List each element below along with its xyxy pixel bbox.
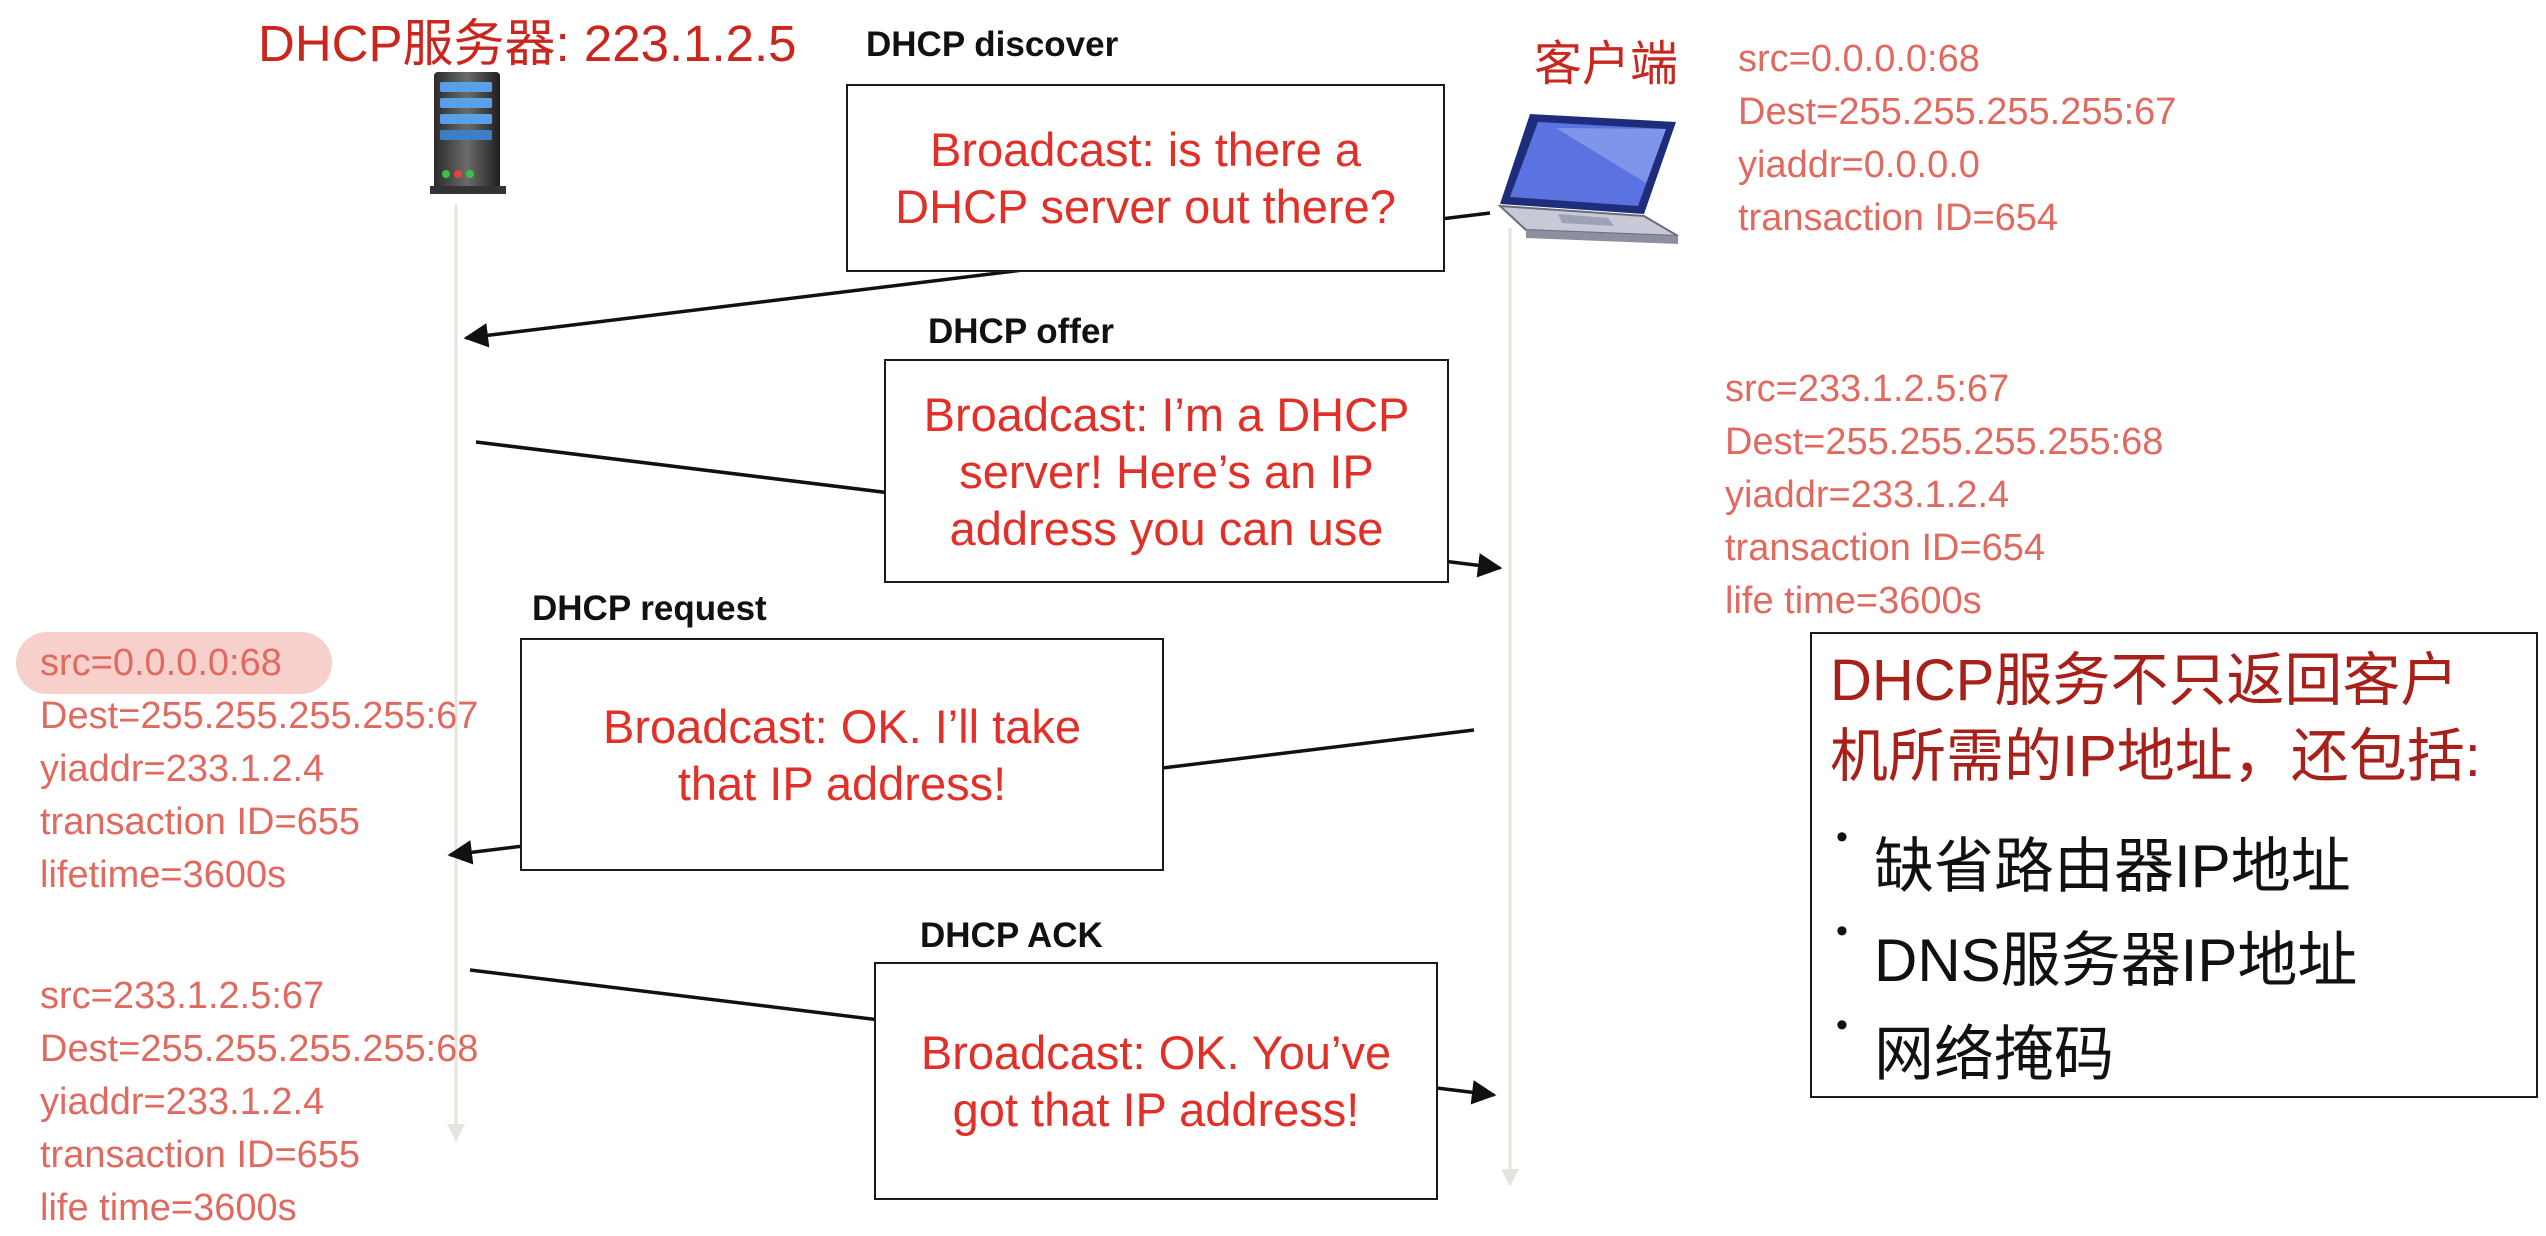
info-title-line-1: DHCP服务不只返回客户 <box>1830 648 2459 713</box>
discover-message-box: Broadcast: is there a DHCP server out th… <box>846 84 1445 272</box>
offer-message-box: Broadcast: I’m a DHCP server! Here’s an … <box>884 359 1449 583</box>
request-field-lifetime: lifetime=3600s <box>40 854 287 896</box>
request-field-yiaddr: yiaddr=233.1.2.4 <box>40 748 325 790</box>
server-title: DHCP服务器: 223.1.2.5 <box>258 15 797 72</box>
info-title-line-2: 机所需的IP地址，还包括: <box>1830 724 2481 789</box>
discover-field-transaction: transaction ID=654 <box>1738 197 2059 239</box>
ack-message-text: Broadcast: OK. You’ve got that IP addres… <box>920 1026 1392 1136</box>
request-title: DHCP request <box>532 589 767 628</box>
request-message-text: Broadcast: OK. I’ll take that IP address… <box>602 699 1082 810</box>
bullet-dot-icon: • <box>1836 912 1848 950</box>
info-bullet-default-router: 缺省路由器IP地址 <box>1874 833 2351 900</box>
discover-field-dest: Dest=255.255.255.255:67 <box>1738 91 2177 133</box>
offer-field-transaction: transaction ID=654 <box>1725 527 2046 569</box>
offer-field-dest: Dest=255.255.255.255:68 <box>1725 421 2164 463</box>
ack-field-lifetime: life time=3600s <box>40 1187 297 1229</box>
discover-title: DHCP discover <box>866 25 1119 64</box>
offer-message-text: Broadcast: I’m a DHCP server! Here’s an … <box>923 387 1410 555</box>
info-bullet-dns-server: DNS服务器IP地址 <box>1874 927 2358 994</box>
bullet-dot-icon: • <box>1836 818 1848 856</box>
laptop-icon <box>1497 114 1679 244</box>
ack-field-transaction: transaction ID=655 <box>40 1134 361 1176</box>
server-tower-icon <box>430 72 506 194</box>
offer-title: DHCP offer <box>928 312 1115 351</box>
dhcp-info-box <box>1810 632 2538 1098</box>
ack-message-box: Broadcast: OK. You’ve got that IP addres… <box>874 962 1438 1200</box>
discover-field-yiaddr: yiaddr=0.0.0.0 <box>1738 144 1980 186</box>
info-bullet-netmask: 网络掩码 <box>1874 1021 2114 1088</box>
request-field-transaction: transaction ID=655 <box>40 801 361 843</box>
ack-field-dest: Dest=255.255.255.255:68 <box>40 1028 479 1070</box>
ack-field-yiaddr: yiaddr=233.1.2.4 <box>40 1081 325 1123</box>
client-title: 客户端 <box>1534 38 1679 91</box>
offer-field-src: src=233.1.2.5:67 <box>1725 368 2010 410</box>
src-highlight <box>16 632 332 694</box>
discover-message-text: Broadcast: is there a DHCP server out th… <box>895 123 1396 233</box>
request-field-dest: Dest=255.255.255.255:67 <box>40 695 479 737</box>
discover-field-src: src=0.0.0.0:68 <box>1738 38 1980 80</box>
offer-field-lifetime: life time=3600s <box>1725 580 1982 622</box>
ack-field-src: src=233.1.2.5:67 <box>40 975 325 1017</box>
request-message-box: Broadcast: OK. I’ll take that IP address… <box>520 638 1164 871</box>
bullet-dot-icon: • <box>1836 1006 1848 1044</box>
offer-field-yiaddr: yiaddr=233.1.2.4 <box>1725 474 2010 516</box>
request-field-src: src=0.0.0.0:68 <box>40 642 282 684</box>
ack-title: DHCP ACK <box>920 916 1103 955</box>
